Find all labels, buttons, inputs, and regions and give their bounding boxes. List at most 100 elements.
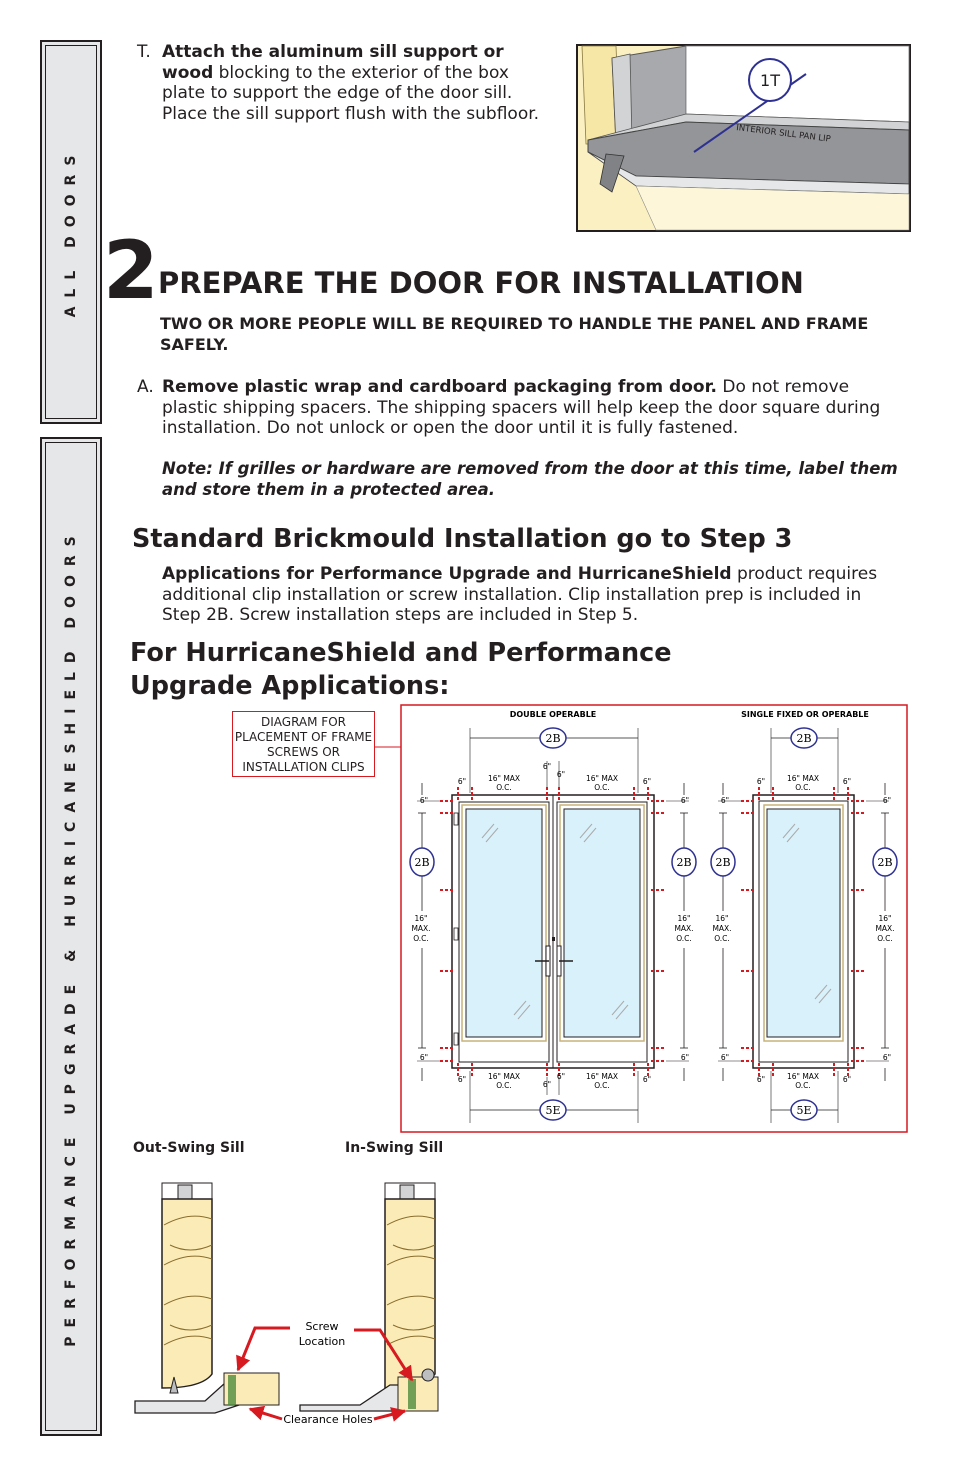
sill-support-figure: 1T INTERIOR SILL PAN LIP	[576, 44, 911, 232]
ref-2b-single-right-label: 2B	[877, 856, 892, 869]
dim-max-d2: O.C.	[594, 1081, 610, 1090]
side-a3: O.C.	[413, 934, 429, 943]
screw-marks	[440, 787, 866, 1077]
sdim-6-d: 6"	[883, 796, 891, 805]
inswing-sill-drawing	[299, 1182, 439, 1412]
sdim-6-g: 6"	[757, 1075, 765, 1084]
ref-2b-single-top	[790, 727, 818, 749]
safety-warning: TWO OR MORE PEOPLE WILL BE REQUIRED TO H…	[160, 314, 869, 354]
ref-2b-double-top-label: 2B	[545, 732, 560, 745]
dimension-lines	[417, 728, 889, 1123]
step-t-text: Attach the aluminum sill support or wood…	[162, 42, 557, 124]
dim-6-g: 6"	[420, 1053, 428, 1062]
sdim-max-b1: 16" MAX	[787, 1072, 819, 1081]
sidebar-performance-label: PERFORMANCE UPGRADE & HURRICANESHIELD DO…	[63, 526, 79, 1347]
ref-2b-single-left-label: 2B	[715, 856, 730, 869]
screw-label-line2: Location	[299, 1335, 346, 1348]
ref-2b-double-right-label: 2B	[676, 856, 691, 869]
double-operable-title: DOUBLE OPERABLE	[510, 710, 597, 719]
step-a-body: Do not remove plastic shipping spacers. …	[162, 377, 881, 438]
sdim-max-a2: O.C.	[795, 783, 811, 792]
side-a2: MAX.	[411, 924, 430, 933]
dim-6-a: 6"	[458, 777, 466, 786]
dim-max-b2: O.C.	[594, 783, 610, 792]
ref-5e-single	[790, 1099, 818, 1121]
sdim-6-e: 6"	[721, 1053, 729, 1062]
dim-6-e: 6"	[420, 796, 428, 805]
sside-a2: MAX.	[712, 924, 731, 933]
ref-5e-double	[539, 1099, 567, 1121]
screw-arrow-right	[354, 1328, 414, 1382]
standard-body: product requires additional clip install…	[162, 564, 878, 625]
section-title: PREPARE THE DOOR FOR INSTALLATION	[158, 266, 804, 300]
standard-text: Applications for Performance Upgrade and…	[162, 564, 902, 626]
screw-label-line1: Screw	[305, 1320, 338, 1333]
step-t-bold: Attach the aluminum sill support or wood	[162, 42, 504, 83]
inswing-label: In-Swing Sill	[345, 1140, 444, 1156]
dim-6-c: 6"	[557, 770, 565, 779]
sidebar-performance: PERFORMANCE UPGRADE & HURRICANESHIELD DO…	[40, 437, 102, 1436]
dim-6-h: 6"	[681, 1053, 689, 1062]
sdim-6-c: 6"	[721, 796, 729, 805]
callout-1t: 1T	[760, 71, 780, 90]
sdim-6-a: 6"	[757, 777, 765, 786]
step-t-body: blocking to the exterior of the box plat…	[162, 62, 540, 124]
ref-5e-single-label: 5E	[796, 1104, 811, 1117]
ref-2b-double-top	[539, 727, 567, 749]
ref-5e-double-label: 5E	[545, 1104, 560, 1117]
dim-6-f: 6"	[681, 796, 689, 805]
step-a-bold: Remove plastic wrap and cardboard packag…	[162, 377, 717, 397]
ref-2b-single-top-label: 2B	[796, 732, 811, 745]
side-b1: 16"	[678, 914, 691, 923]
hurricane-title: For HurricaneShield and Performance Upgr…	[130, 637, 672, 703]
step-a-letter: A.	[137, 377, 154, 397]
sdim-max-a1: 16" MAX	[787, 774, 819, 783]
screw-placement-diagram: DOUBLE OPERABLE SINGLE FIXED OR OPERABLE…	[375, 704, 908, 1133]
outswing-label: Out-Swing Sill	[133, 1140, 245, 1156]
sdim-6-h: 6"	[843, 1075, 851, 1084]
dim-max-b1: 16" MAX	[586, 774, 618, 783]
sdim-6-b: 6"	[843, 777, 851, 786]
diagram-callout: DIAGRAM FOR PLACEMENT OF FRAME SCREWS OR…	[232, 711, 375, 777]
step-t-letter: T.	[137, 42, 151, 62]
dim-6-j: 6"	[557, 1072, 565, 1081]
hurricane-title-line1: For HurricaneShield and Performance	[130, 638, 672, 668]
dimension-labels: 6" 16" MAX O.C. 6" 6" 16" MAX O.C. 6" 6"…	[411, 762, 894, 1090]
outswing-sill-drawing	[134, 1182, 280, 1414]
sside-a3: O.C.	[714, 934, 730, 943]
sside-b3: O.C.	[877, 934, 893, 943]
sside-b1: 16"	[879, 914, 892, 923]
note-grilles: Note: If grilles or hardware are removed…	[162, 459, 898, 499]
dim-6-k: 6"	[543, 1080, 551, 1089]
screw-arrow-left	[236, 1326, 290, 1372]
hurricane-title-line2: Upgrade Applications:	[130, 671, 450, 701]
sside-a1: 16"	[716, 914, 729, 923]
sill-sections-figure: Screw Location Clearance Holes	[134, 1182, 439, 1426]
dim-max-a2: O.C.	[496, 783, 512, 792]
dim-max-a1: 16" MAX	[488, 774, 520, 783]
clearance-arrow-right	[373, 1407, 407, 1422]
standard-bold: Applications for Performance Upgrade and…	[162, 564, 732, 584]
sdim-max-b2: O.C.	[795, 1081, 811, 1090]
ref-2b-double-left	[409, 847, 435, 877]
single-door-drawing	[752, 794, 855, 1069]
side-b2: MAX.	[674, 924, 693, 933]
double-door-drawing	[451, 794, 655, 1069]
ref-2b-single-left	[710, 847, 736, 877]
single-operable-title: SINGLE FIXED OR OPERABLE	[741, 710, 869, 719]
ref-2b-single-right	[872, 847, 898, 877]
ref-2b-double-right	[671, 847, 697, 877]
sidebar-all-doors-label: ALL DOORS	[63, 146, 79, 318]
dim-max-c1: 16" MAX	[488, 1072, 520, 1081]
side-a1: 16"	[415, 914, 428, 923]
side-b3: O.C.	[676, 934, 692, 943]
dim-max-c2: O.C.	[496, 1081, 512, 1090]
section-number: 2	[103, 224, 159, 317]
ref-2b-double-left-label: 2B	[414, 856, 429, 869]
dim-max-d1: 16" MAX	[586, 1072, 618, 1081]
dim-6-b: 6"	[543, 762, 551, 771]
clearance-label: Clearance Holes	[283, 1413, 373, 1426]
sidebar-all-doors: ALL DOORS	[40, 40, 102, 424]
step-a-text: Remove plastic wrap and cardboard packag…	[162, 377, 902, 439]
sside-b2: MAX.	[875, 924, 894, 933]
